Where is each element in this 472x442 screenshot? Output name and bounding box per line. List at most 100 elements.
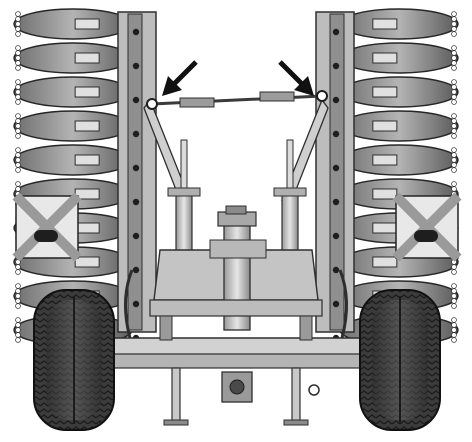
right-disc-notch: [451, 123, 457, 129]
left-transport-wheel: [33, 289, 115, 431]
left-disc-notch: [15, 99, 21, 105]
left-disc-hub: [74, 222, 100, 234]
left-disc-notch: [15, 26, 21, 32]
right-disc-notch: [451, 269, 457, 275]
right-bearing-bolt: [332, 130, 340, 138]
right-disc-notch: [451, 264, 457, 270]
right-disc-blade: [339, 144, 459, 176]
right-disc-notch: [451, 60, 457, 66]
left-disc-hub: [74, 120, 100, 132]
left-disc-hub: [74, 52, 100, 64]
left-disc-blade: [13, 8, 133, 40]
right-gang-pins: [332, 28, 340, 342]
right-disc-notch: [451, 55, 457, 61]
left-bearing-bolt: [132, 266, 140, 274]
right-disc-blade: [339, 42, 459, 74]
left-disc-notch: [15, 89, 21, 95]
left-disc-notch: [15, 11, 21, 17]
left-disc-hub: [74, 18, 100, 30]
left-disc-notch: [15, 293, 21, 299]
left-disc-notch: [15, 288, 21, 294]
left-disc-notch: [15, 332, 21, 338]
right-disc-hub: [372, 222, 398, 234]
right-disc-notch: [451, 79, 457, 85]
left-bearing-bolt: [132, 164, 140, 172]
left-disc-notch: [15, 147, 21, 153]
left-disc-blade: [13, 144, 133, 176]
right-disc-notch: [451, 84, 457, 90]
right-disc-hub: [372, 256, 398, 268]
left-disc-notch: [15, 128, 21, 134]
left-disc-blade: [13, 110, 133, 142]
left-bearing-bolt: [132, 28, 140, 36]
right-bearing-bolt: [332, 96, 340, 104]
left-bearing-bolt: [132, 198, 140, 206]
right-disc-hub: [372, 86, 398, 98]
right-disc-blade: [339, 110, 459, 142]
right-support-leg: [291, 367, 301, 425]
left-disc-notch: [15, 65, 21, 71]
right-bearing-bolt: [332, 164, 340, 172]
right-disc-notch: [451, 94, 457, 100]
right-disc-notch: [451, 322, 457, 328]
left-bearing-bolt: [132, 130, 140, 138]
left-warning-plate: [12, 192, 82, 262]
right-disc-notch: [451, 118, 457, 124]
hitch-pin: [308, 384, 320, 396]
right-disc-notch: [451, 288, 457, 294]
right-bearing-bolt: [332, 266, 340, 274]
right-disc-hub: [372, 120, 398, 132]
left-disc-notch: [15, 298, 21, 304]
left-disc-hub: [74, 86, 100, 98]
right-bearing-bolt: [332, 300, 340, 308]
right-disc-notch: [451, 332, 457, 338]
right-disc-notch: [451, 21, 457, 27]
right-disc-notch: [451, 167, 457, 173]
right-disc-notch: [451, 16, 457, 22]
right-disc-notch: [451, 45, 457, 51]
right-disc-notch: [451, 186, 457, 192]
right-warning-plate: [392, 192, 462, 262]
left-disc-notch: [15, 60, 21, 66]
left-disc-notch: [15, 337, 21, 343]
left-disc-notch: [15, 322, 21, 328]
left-disc-blade: [13, 76, 133, 108]
left-disc-notch: [15, 50, 21, 56]
left-disc-hub: [74, 154, 100, 166]
right-disc-notch: [451, 162, 457, 168]
left-disc-notch: [15, 21, 21, 27]
right-bearing-bolt: [332, 232, 340, 240]
left-disc-notch: [15, 327, 21, 333]
left-disc-notch: [15, 264, 21, 270]
left-disc-notch: [15, 45, 21, 51]
right-cylinder-rod: [286, 139, 294, 193]
left-disc-notch: [15, 118, 21, 124]
right-disc-blade: [339, 8, 459, 40]
left-disc-notch: [15, 123, 21, 129]
left-disc-notch: [15, 55, 21, 61]
left-disc-notch: [15, 94, 21, 100]
right-disc-notch: [451, 157, 457, 163]
center-frame: [109, 90, 363, 426]
left-disc-notch: [15, 269, 21, 275]
left-bearing-bolt: [132, 232, 140, 240]
left-disc-notch: [15, 79, 21, 85]
right-disc-notch: [451, 31, 457, 37]
left-disc-notch: [15, 162, 21, 168]
right-disc-notch: [451, 128, 457, 134]
right-upper-link-pin: [316, 90, 328, 102]
right-gang-frame-inner: [329, 13, 345, 331]
right-disc-hub: [372, 52, 398, 64]
right-disc-notch: [451, 147, 457, 153]
right-disc-notch: [451, 283, 457, 289]
left-upper-link-pin: [146, 98, 158, 110]
right-transport-wheel: [359, 289, 441, 431]
right-bearing-bolt: [332, 28, 340, 36]
right-disc-notch: [451, 327, 457, 333]
right-disc-notch: [451, 99, 457, 105]
left-disc-notch: [15, 152, 21, 158]
left-disc-notch: [15, 181, 21, 187]
left-disc-notch: [15, 303, 21, 309]
